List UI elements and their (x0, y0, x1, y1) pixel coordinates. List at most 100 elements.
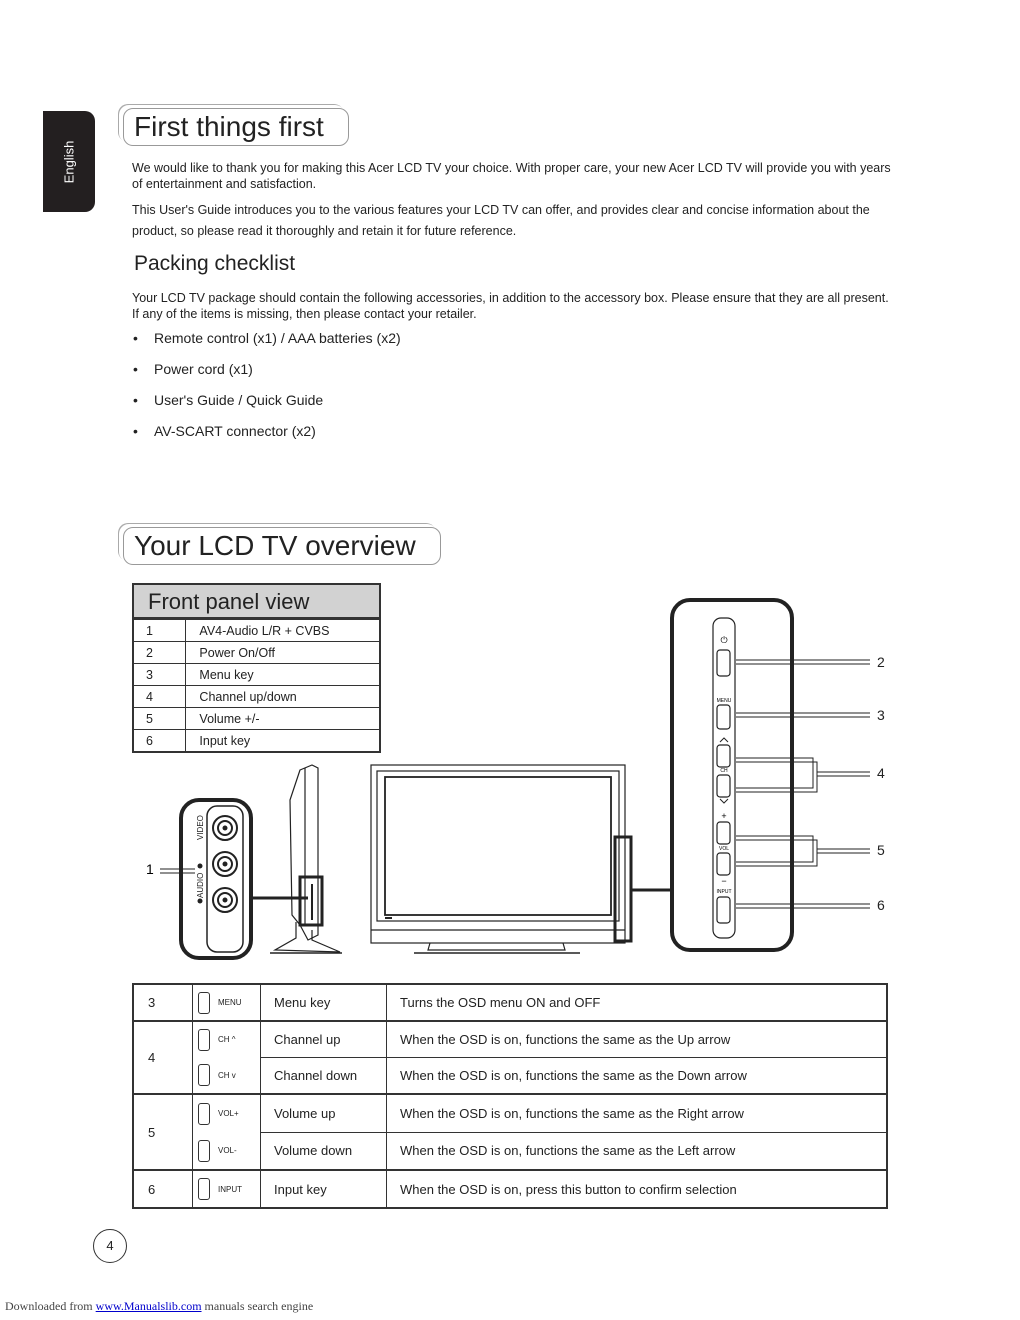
key-icon-label: VOL+ (218, 1109, 239, 1118)
key-desc: When the OSD is on, functions the same a… (386, 1131, 888, 1171)
group-num: 4 (132, 1020, 193, 1095)
callout-5: 5 (877, 842, 885, 858)
language-tab-label: English (61, 140, 77, 183)
list-item: AV-SCART connector (x2) (133, 423, 633, 454)
channel-down-button-icon (198, 1064, 210, 1086)
minus-label: − (721, 876, 726, 886)
group-num: 5 (132, 1093, 193, 1171)
key-icon-label: INPUT (218, 1184, 242, 1194)
key-desc: When the OSD is on, functions the same a… (386, 1093, 888, 1133)
list-item: Remote control (x1) / AAA batteries (x2) (133, 330, 633, 361)
row-num: 1 (133, 619, 187, 642)
key-icon-label: CH ^ (218, 1035, 236, 1044)
row-label: AV4-Audio L/R + CVBS (185, 619, 380, 642)
key-icon-cell: VOL+ (192, 1093, 261, 1132)
row-label: Menu key (185, 663, 380, 686)
key-name: Channel down (260, 1056, 387, 1095)
audio-left-jack-icon (212, 851, 238, 877)
tv-front-view (370, 764, 633, 954)
channel-up-button-icon (198, 1028, 210, 1051)
row-num: 5 (133, 707, 187, 730)
power-icon: ⏻ (720, 635, 727, 646)
callout-6: 6 (877, 897, 885, 913)
audio-right-jack-icon (212, 887, 238, 913)
av-jack-panel (179, 798, 253, 960)
table-row: VOL- Volume down When the OSD is on, fun… (133, 1131, 888, 1171)
key-icon-label: MENU (218, 998, 242, 1007)
key-icon-label: CH v (218, 1070, 236, 1080)
video-jack-icon (212, 815, 238, 841)
plus-label: + (721, 811, 726, 821)
ch-label: CH (720, 768, 728, 774)
key-icon-cell: INPUT (192, 1169, 261, 1209)
key-name: Menu key (260, 983, 387, 1022)
menu-label: MENU (717, 698, 732, 704)
row-label: Channel up/down (185, 685, 380, 708)
callout-lines (736, 659, 870, 909)
volume-down-button-icon (198, 1139, 210, 1162)
row-num: 6 (133, 729, 187, 753)
row-num: 2 (133, 641, 187, 664)
intro-paragraph-2: This User's Guide introduces you to the … (132, 203, 870, 238)
key-name: Volume up (260, 1093, 387, 1133)
row-num: 4 (133, 685, 187, 708)
callout-3: 3 (877, 707, 885, 723)
key-icon-cell: VOL- (192, 1132, 261, 1171)
key-name: Input key (260, 1169, 387, 1209)
table-row: 3 MENU Menu key Turns the OSD menu ON an… (132, 983, 888, 1022)
group-num: 6 (132, 1169, 193, 1209)
volume-up-button (716, 821, 731, 845)
section-title: First things first (134, 111, 324, 142)
manualslib-link[interactable]: www.Manualslib.com (95, 1299, 202, 1313)
chevron-up-icon (719, 737, 729, 743)
footer-prefix: Downloaded from (5, 1299, 93, 1313)
intro-paragraph-1: We would like to thank you for making th… (132, 161, 891, 191)
packing-list: Remote control (x1) / AAA batteries (x2)… (133, 330, 633, 454)
key-desc: When the OSD is on, press this button to… (386, 1169, 888, 1209)
volume-down-button (716, 852, 731, 876)
key-icon-cell: CH v (192, 1057, 261, 1095)
menu-button (716, 704, 731, 730)
key-name: Volume down (260, 1131, 387, 1171)
callout-4: 4 (877, 765, 885, 781)
channel-down-button (716, 774, 731, 798)
front-panel-title: Front panel view (134, 585, 379, 618)
keys-table: 3 MENU Menu key Turns the OSD menu ON an… (132, 983, 888, 1209)
page-number: 4 (93, 1229, 127, 1263)
table-row: 5 VOL+ Volume up When the OSD is on, fun… (132, 1093, 888, 1171)
key-desc: When the OSD is on, functions the same a… (386, 1020, 888, 1058)
group-num: 3 (132, 983, 193, 1022)
table-row: 6 INPUT Input key When the OSD is on, pr… (132, 1169, 888, 1209)
control-panel-enlarged (670, 598, 794, 952)
row-label: Power On/Off (185, 641, 380, 664)
packing-intro: Your LCD TV package should contain the f… (132, 291, 889, 321)
packing-checklist-title: Packing checklist (134, 252, 296, 275)
section-heading-first-things: First things first (123, 108, 349, 146)
language-tab: English (43, 111, 95, 212)
tv-side-view (270, 764, 342, 954)
input-button-icon (198, 1178, 210, 1200)
key-desc: When the OSD is on, functions the same a… (386, 1056, 888, 1095)
footer-suffix: manuals search engine (204, 1299, 314, 1313)
video-label: VIDEO (196, 815, 205, 840)
table-row: 4 CH ^ Channel up When the OSD is on, fu… (132, 1020, 888, 1095)
section-heading-overview: Your LCD TV overview (123, 527, 441, 565)
power-button (716, 649, 731, 677)
input-button (716, 896, 731, 924)
chevron-down-icon (719, 798, 729, 804)
download-footer: Downloaded from www.Manualslib.com manua… (5, 1299, 313, 1314)
list-item: Power cord (x1) (133, 361, 633, 392)
channel-up-button (716, 744, 731, 768)
table-row: CH v Channel down When the OSD is on, fu… (133, 1056, 888, 1095)
row-label: Input key (185, 729, 380, 753)
row-num: 3 (133, 663, 187, 686)
vol-label: VOL (719, 846, 729, 852)
